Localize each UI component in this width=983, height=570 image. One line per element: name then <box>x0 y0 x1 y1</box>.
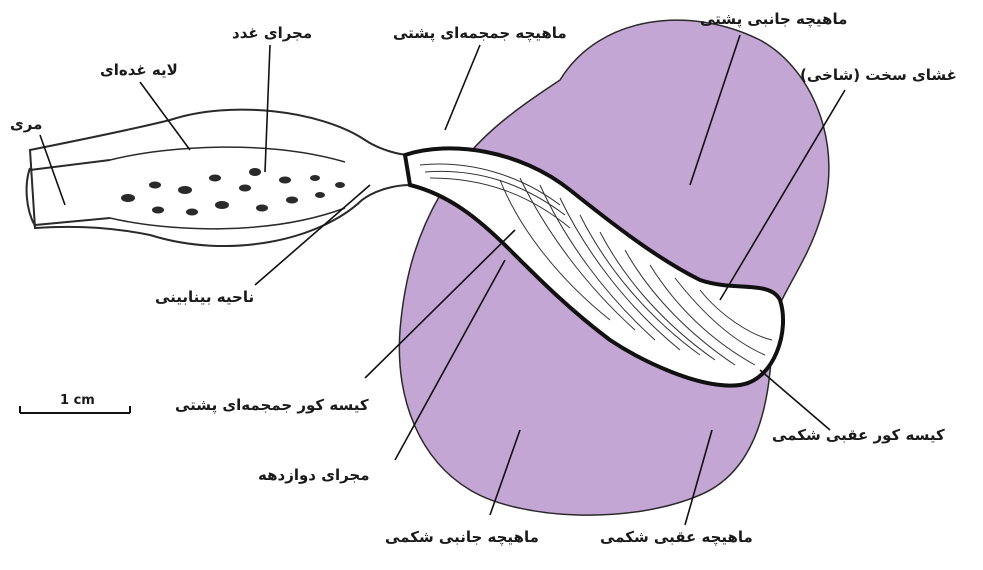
label-intermediate-zone: ناحیه بینابینی <box>155 290 254 305</box>
label-esophagus: مری <box>10 117 42 132</box>
scale-bar-label: 1 cm <box>60 394 95 407</box>
label-glandular-layer: لایه غده‌ای <box>100 63 178 78</box>
label-dorsal-cranial-muscle: ماهیچه جمجمه‌ای پشتی <box>393 26 567 41</box>
label-ventral-caudal-muscle: ماهیچه عقبی شکمی <box>600 530 753 545</box>
label-duodenal-duct: مجرای دوازدهه <box>258 468 370 483</box>
label-ventral-caudal-blind-sac: کیسه کور عقبی شکمی <box>772 428 945 443</box>
label-gland-duct: مجرای غدد <box>232 26 312 41</box>
label-dorsal-cranial-blind-sac: کیسه کور جمجمه‌ای پشتی <box>175 398 369 413</box>
label-tough-membrane: غشای سخت (شاخی) <box>800 68 957 83</box>
label-ventral-lateral-muscle: ماهیچه جانبی شکمی <box>385 530 539 545</box>
label-dorsal-lateral-muscle: ماهیچه جانبی پشتی <box>700 12 847 27</box>
